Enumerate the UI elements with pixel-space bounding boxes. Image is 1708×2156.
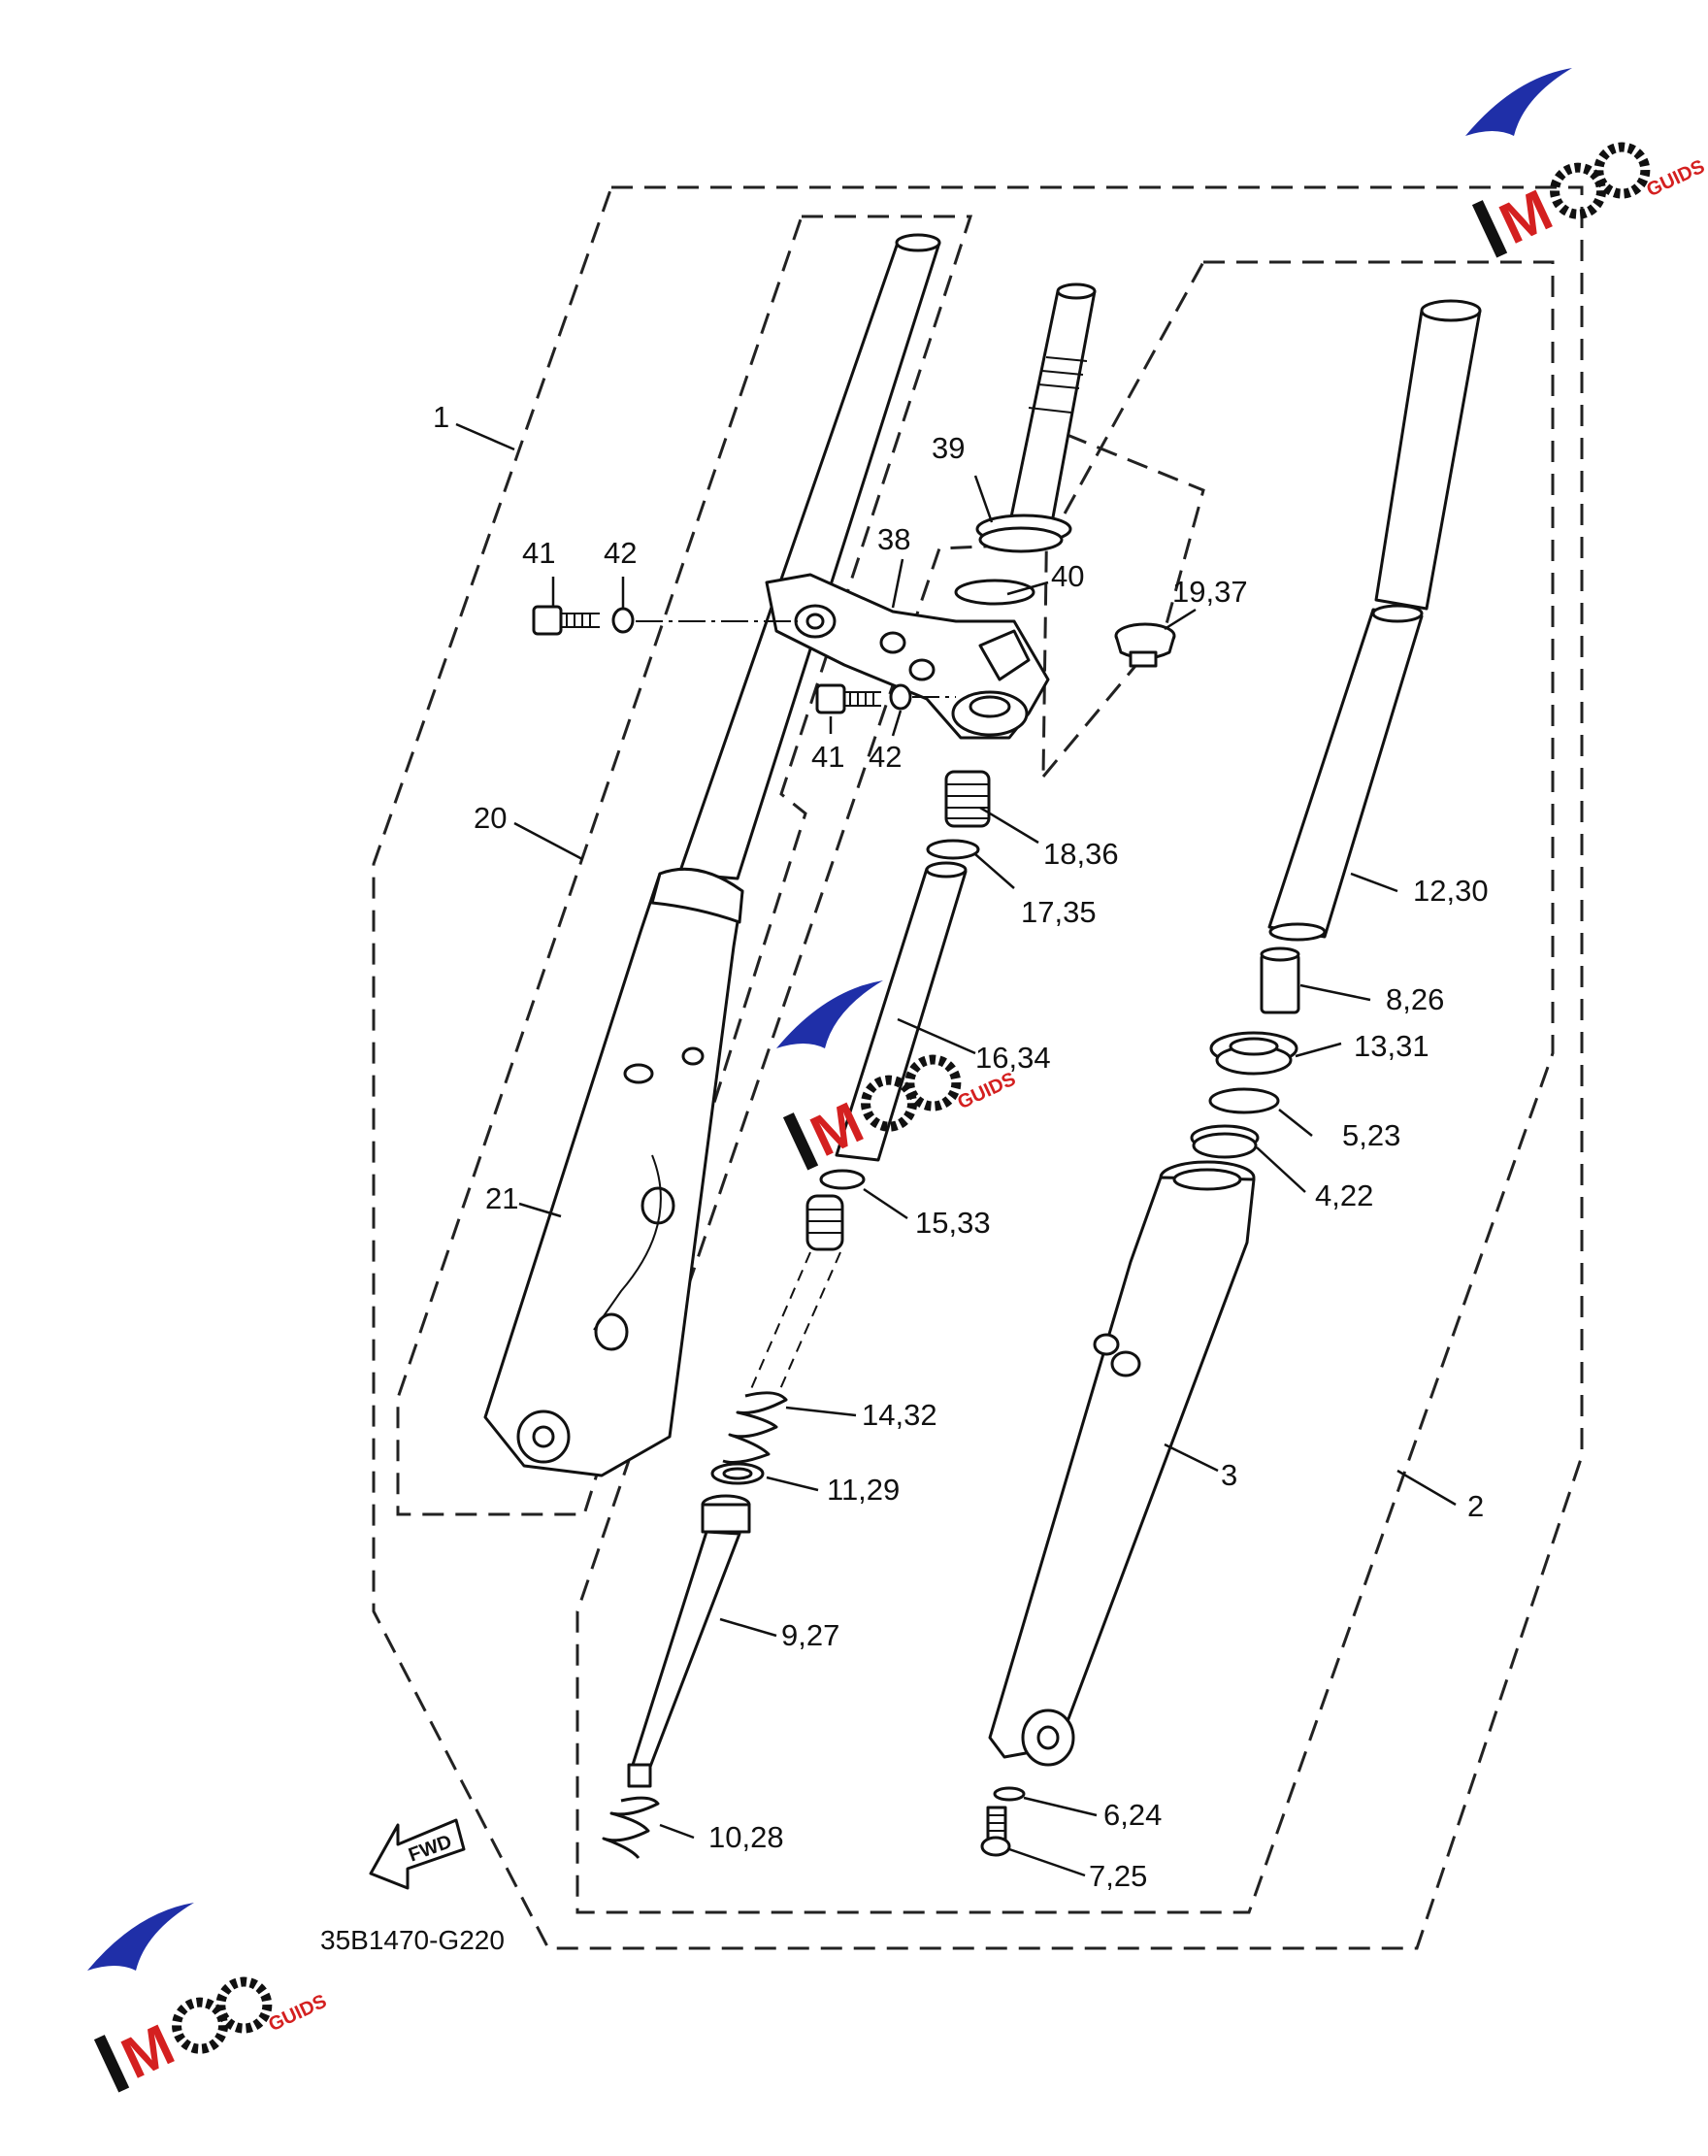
inner-tube-12-30 [1267,299,1482,942]
svg-text:GUIDS: GUIDS [1643,156,1708,202]
callout-12-30: 12,30 [1413,874,1489,908]
callout-3: 3 [1221,1458,1237,1492]
outer-tube-21 [483,867,744,1477]
inner-tube-20 [677,233,941,880]
oil-seal-13-31 [1209,1031,1298,1076]
damper-rod-9-27 [627,1494,751,1788]
assembly-boundary-1 [372,185,1584,1950]
dust-seal-4-22 [1190,1124,1260,1159]
callout-18-36: 18,36 [1043,837,1119,871]
spring-10-28 [602,1796,660,1859]
callout-16-34: 16,34 [975,1041,1051,1075]
callout-20: 20 [474,801,507,835]
washer-42-lower [889,683,912,711]
callout-6-24: 6,24 [1103,1798,1162,1832]
bearing-40 [954,579,1035,606]
assembly-boundary-2 [575,260,1555,1914]
washer-6-24 [993,1786,1026,1802]
clip-5-23 [1208,1087,1280,1114]
callout-42-upper: 42 [604,536,637,570]
callout-15-33: 15,33 [915,1206,991,1240]
steering-stem [1005,282,1097,546]
callout-10-28: 10,28 [708,1820,784,1854]
callout-4-22: 4,22 [1315,1178,1373,1212]
cap-19-37 [1114,622,1176,668]
svg-text:GUIDS: GUIDS [954,1069,1019,1114]
watermark-logo-top-right: M GUIDS [1465,68,1708,258]
callout-7-25: 7,25 [1089,1859,1147,1893]
spring-15-33 [746,1169,866,1399]
bushing-8-26 [1260,946,1300,1014]
washer-42-upper [611,607,635,634]
spring-14-32 [722,1391,788,1464]
callout-13-31: 13,31 [1354,1029,1429,1063]
watermark-logo-bottom-left: M GUIDS [87,1903,330,2093]
callout-1: 1 [433,400,449,434]
spring-18-36 [944,770,991,828]
o-ring-17-35 [926,839,980,860]
callout-41-upper: 41 [522,536,555,570]
callout-17-35: 17,35 [1021,895,1097,929]
bolt-41-lower [815,683,881,714]
callout-14-32: 14,32 [862,1398,937,1432]
washer-11-29 [710,1462,765,1485]
callout-21: 21 [485,1181,518,1215]
outer-tube-3 [988,1160,1256,1767]
diagram-code: 35B1470-G220 [320,1925,505,1955]
callout-41-lower: 41 [811,740,844,774]
watermark-logo-center: M GUIDS [776,980,1019,1171]
bolt-41-upper [532,605,600,636]
callout-42-lower: 42 [869,740,902,774]
callout-5-23: 5,23 [1342,1118,1400,1152]
bearing-39 [975,514,1072,553]
callout-11-29: 11,29 [827,1473,900,1507]
callout-8-26: 8,26 [1386,982,1444,1016]
bolt-7-25 [980,1806,1011,1857]
callout-39: 39 [932,431,965,465]
fwd-arrow-icon: FWD [369,1818,466,1890]
under-bracket-38 [765,573,1050,740]
svg-text:GUIDS: GUIDS [265,1991,330,2037]
callout-19-37: 19,37 [1172,575,1248,609]
leader-lines [455,422,1457,1877]
callout-2: 2 [1467,1489,1484,1523]
subgroup-boundary-stem [1041,424,1205,781]
callout-40: 40 [1051,559,1084,593]
callout-38: 38 [877,522,910,556]
callout-9-27: 9,27 [781,1618,839,1652]
